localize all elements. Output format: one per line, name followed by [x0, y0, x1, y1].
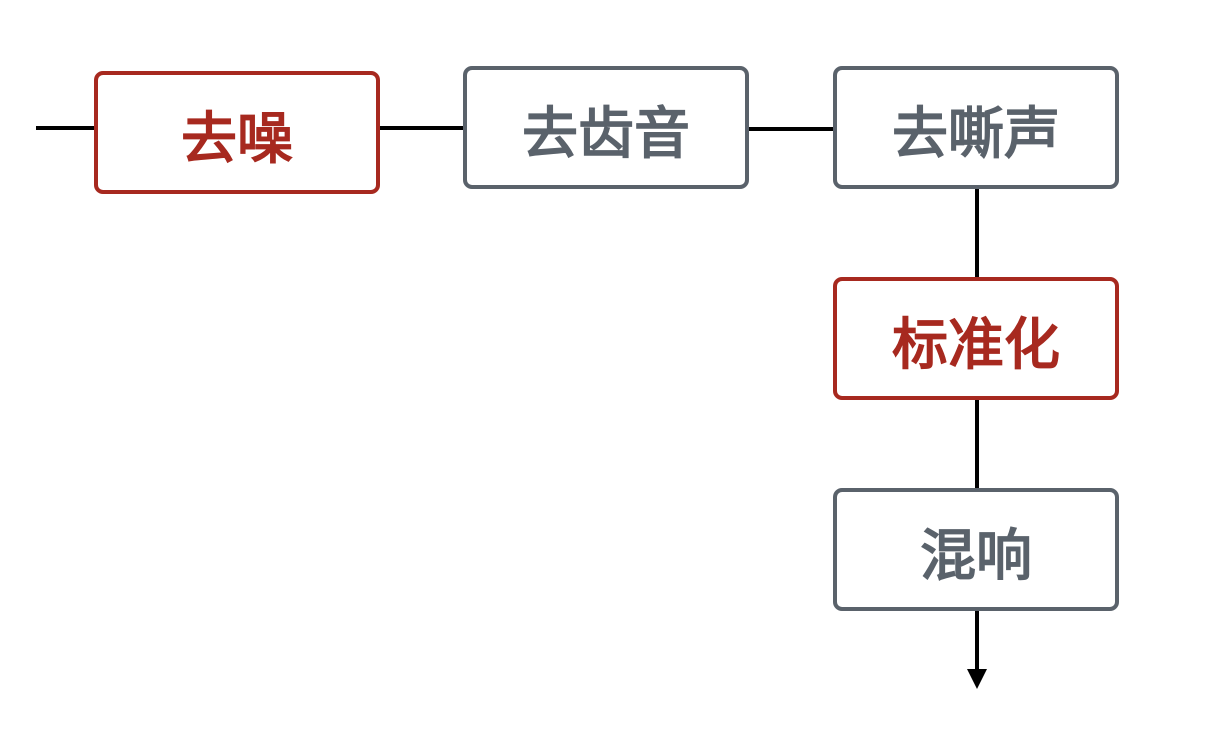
- node-denoise-box: [94, 71, 380, 194]
- node-reverb-label: 混响: [920, 523, 1032, 589]
- node-normalize-box: [833, 277, 1119, 400]
- node-de-ess: 去齿音: [463, 66, 749, 189]
- node-denoise: 去噪: [94, 71, 380, 194]
- node-de-ess-label: 去齿音: [522, 101, 690, 167]
- node-denoise-label: 去噪: [181, 106, 293, 172]
- node-reverb-box: [833, 488, 1119, 611]
- node-de-hiss: 去嘶声: [833, 66, 1119, 189]
- node-de-hiss-label: 去嘶声: [892, 101, 1060, 167]
- node-normalize: 标准化: [833, 277, 1119, 400]
- exit-arrowhead: [967, 669, 987, 689]
- node-reverb: 混响: [833, 488, 1119, 611]
- node-de-ess-box: [463, 66, 749, 189]
- node-de-hiss-box: [833, 66, 1119, 189]
- node-normalize-label: 标准化: [892, 312, 1060, 378]
